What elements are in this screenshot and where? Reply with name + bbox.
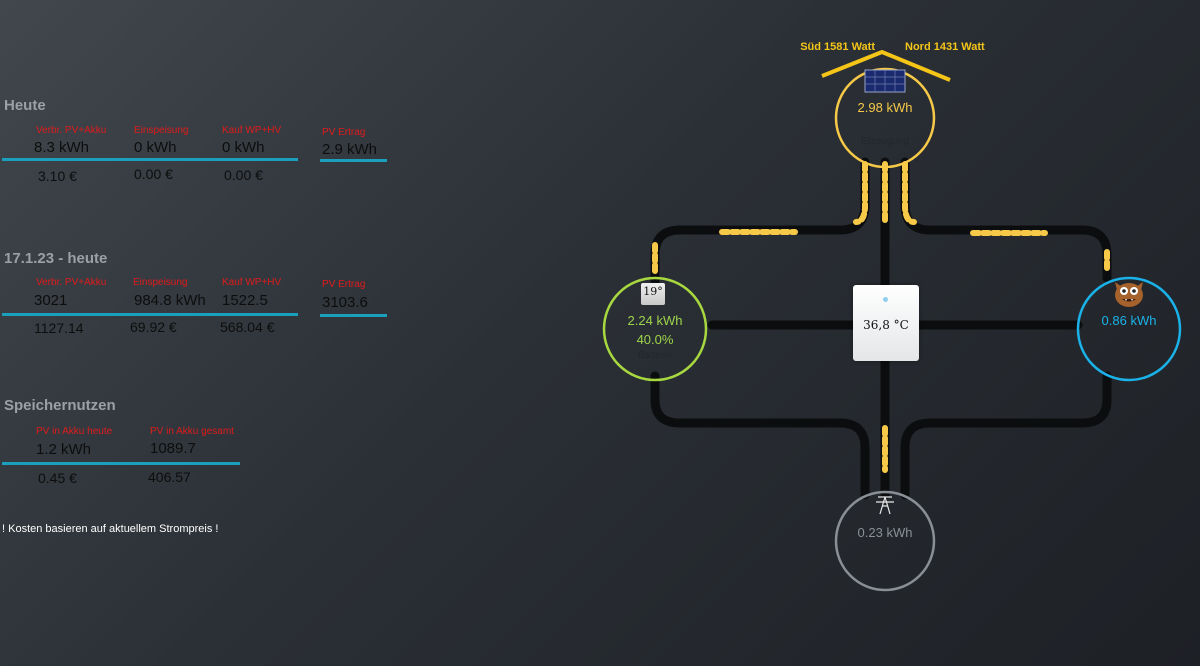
consumption-value: 0.86 kWh (1101, 313, 1157, 328)
label-pv-yield-period: PV Ertrag (322, 279, 366, 290)
value-feedin-period: 984.8 kWh (134, 292, 206, 309)
cost-battery-today: 0.45 € (38, 470, 77, 486)
section-title-period: 17.1.23 - heute (4, 250, 108, 267)
label-consumption-today: Verbr. PV+Akku (36, 125, 107, 136)
pv-south-power: Süd 1581 Watt (800, 41, 875, 53)
label-pv-yield-today: PV Ertrag (322, 127, 366, 138)
inverter-temperature: 36,8 °C (863, 318, 909, 332)
battery-percent: 40.0% (636, 332, 674, 347)
cost-consumption-today: 3.10 € (38, 168, 77, 184)
value-pv-yield-today: 2.9 kWh (322, 141, 378, 158)
grid-node-ring (834, 490, 936, 592)
value-consumption-today: 8.3 kWh (34, 139, 90, 156)
grid-pylon-icon (876, 496, 894, 515)
pv-node-ring (834, 67, 936, 169)
label-feedin-today: Einspeisung (134, 125, 189, 136)
divider-pv-today (320, 159, 387, 162)
label-consumption-period: Verbr. PV+Akku (36, 277, 107, 288)
pv-label: Erzeugung (860, 136, 910, 147)
cost-feedin-today: 0.00 € (134, 166, 173, 182)
battery-node-ring (602, 276, 708, 382)
pv-value: 2.98 kWh (857, 100, 913, 115)
value-purchase-today: 0 kWh (222, 139, 265, 156)
grid-label: Netz (874, 562, 896, 573)
roof-icon (821, 50, 951, 82)
flow-dots (652, 161, 1110, 473)
label-battery-today: PV in Akku heute (36, 426, 113, 437)
divider-period (2, 313, 298, 316)
cost-purchase-today: 0.00 € (224, 167, 263, 183)
battery-temperature-badge: 19° (641, 283, 665, 305)
section-title-storage: Speichernutzen (4, 397, 116, 414)
value-feedin-today: 0 kWh (134, 139, 177, 156)
label-feedin-period: Einspeisung (133, 277, 188, 288)
cost-feedin-period: 69.92 € (130, 319, 177, 335)
label-purchase-period: Kauf WP+HV (222, 277, 282, 288)
consumption-node-ring (1076, 276, 1182, 382)
pv-north-power: Nord 1431 Watt (905, 41, 985, 53)
divider-storage (2, 462, 240, 465)
cost-consumption-period: 1127.14 (34, 320, 84, 336)
value-battery-today: 1.2 kWh (36, 441, 92, 458)
value-pv-yield-period: 3103.6 (322, 294, 368, 311)
label-battery-total: PV in Akku gesamt (150, 426, 234, 437)
value-battery-total: 1089.7 (150, 440, 196, 457)
price-note: ! Kosten basieren auf aktuellem Strompre… (2, 523, 219, 535)
inverter-icon (853, 285, 919, 361)
consumption-label: Verbrauch (1106, 349, 1152, 360)
cost-battery-total: 406.57 (148, 469, 191, 485)
battery-label: Batterie (637, 350, 673, 361)
grid-value: 0.23 kWh (857, 525, 913, 540)
label-purchase-today: Kauf WP+HV (222, 125, 282, 136)
cost-purchase-period: 568.04 € (220, 319, 275, 335)
battery-value: 2.24 kWh (627, 313, 683, 328)
value-purchase-period: 1522.5 (222, 292, 268, 309)
divider-pv-period (320, 314, 387, 317)
value-consumption-period: 3021 (34, 292, 68, 309)
section-title-today: Heute (4, 97, 46, 114)
monster-avatar-icon (1112, 278, 1146, 308)
solar-panel-icon (864, 69, 906, 93)
divider-today (2, 158, 298, 161)
